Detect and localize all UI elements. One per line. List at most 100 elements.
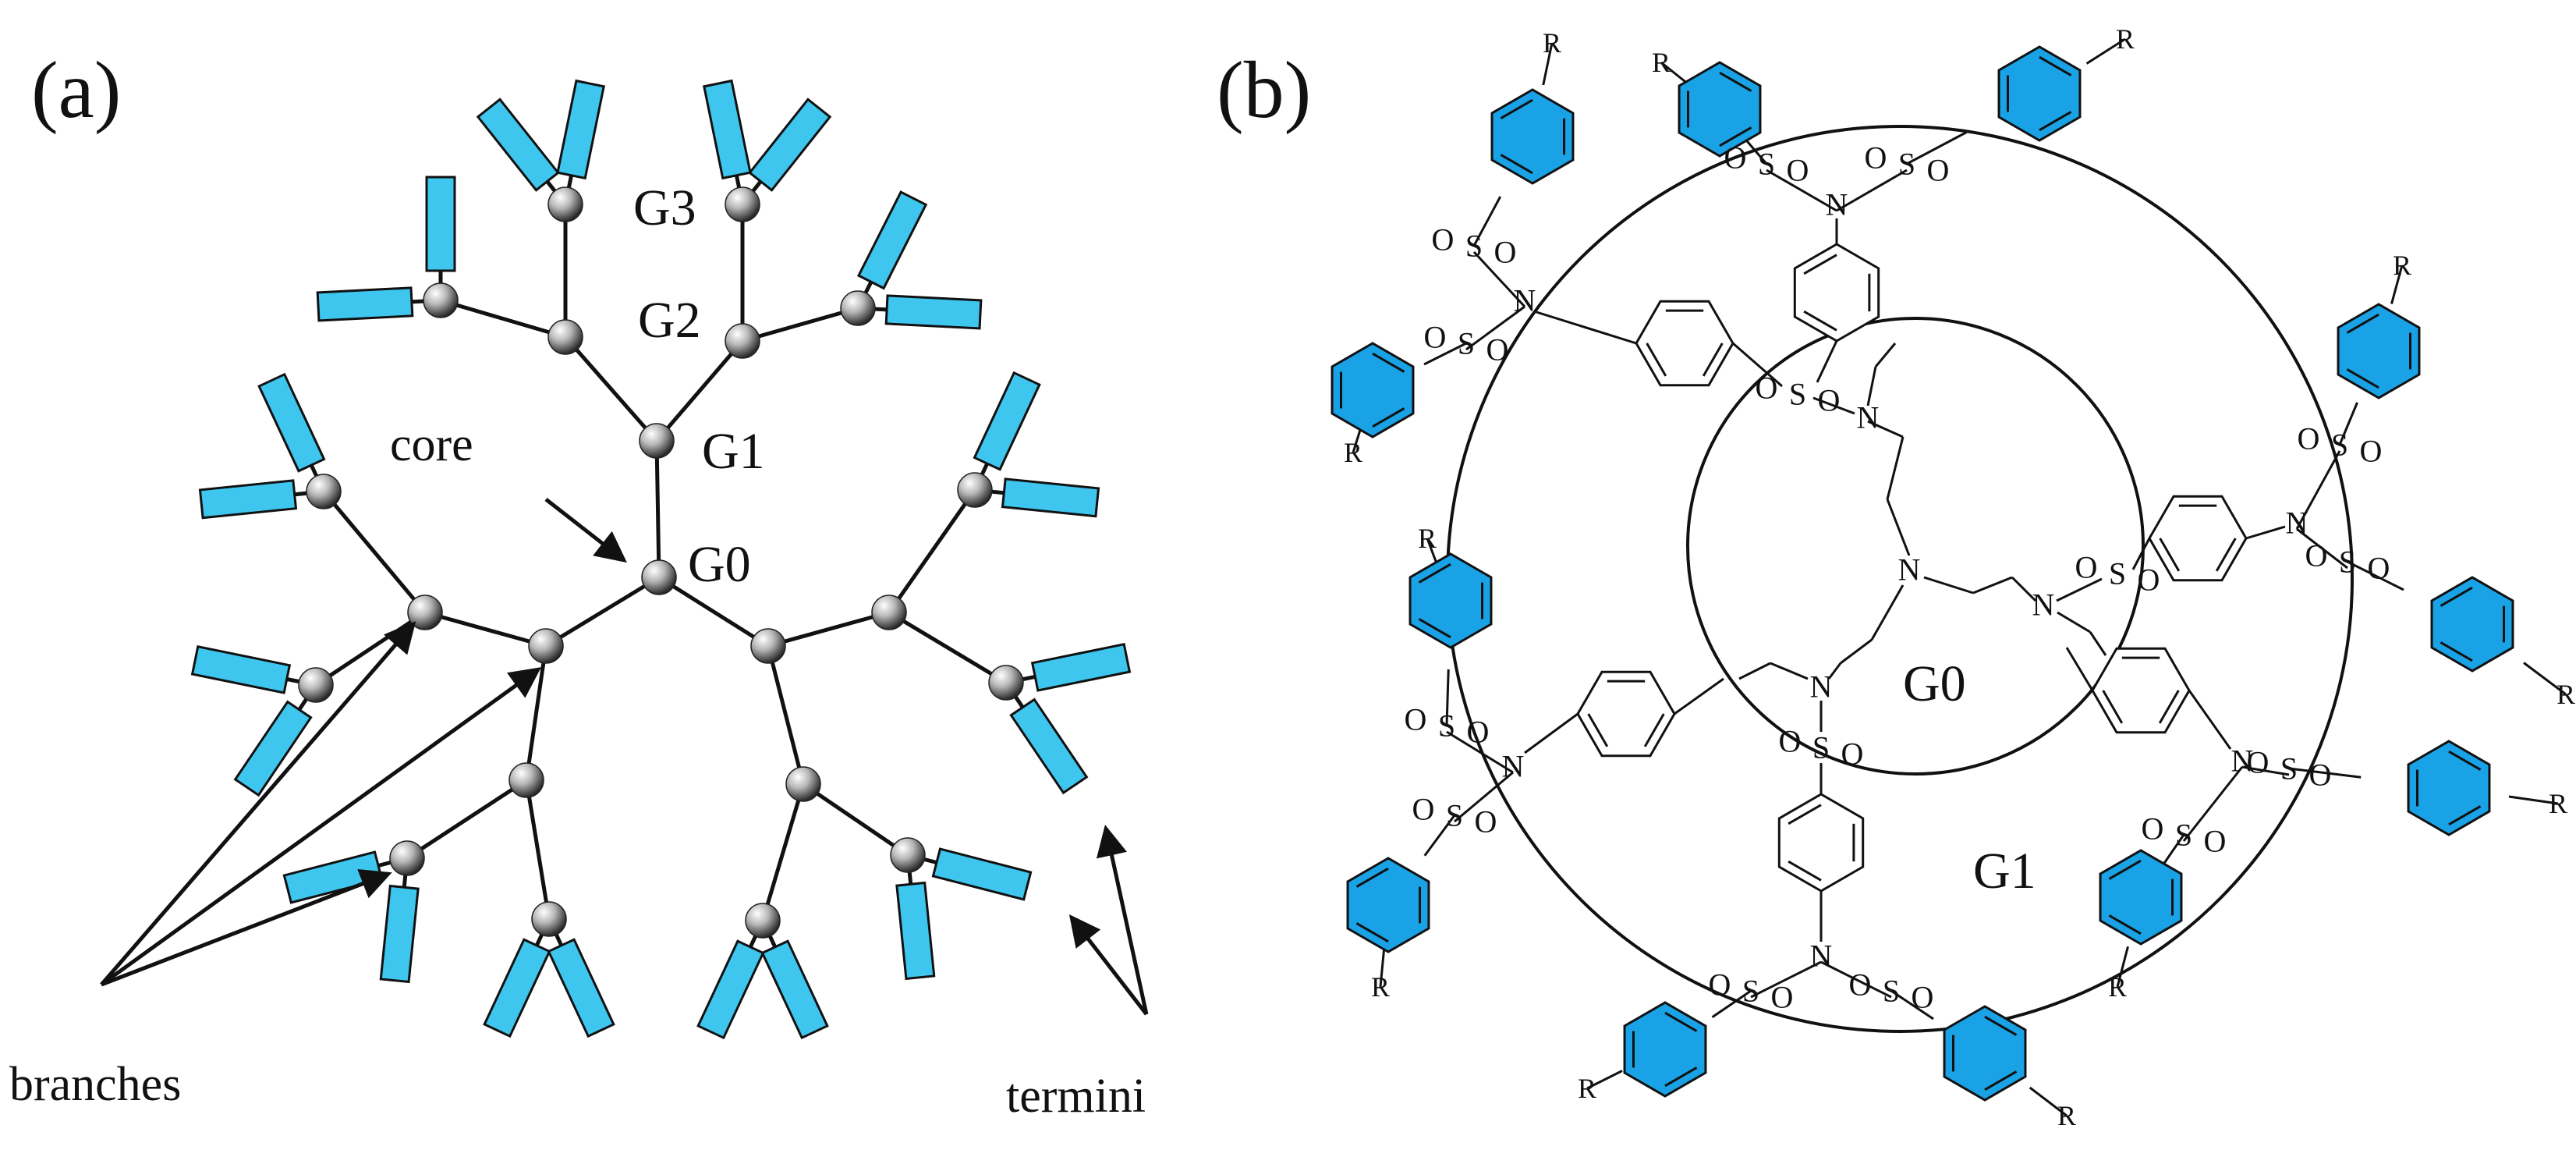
chemical-bond [2029, 1086, 2068, 1117]
chemical-bond [2116, 946, 2129, 988]
phenylene-ring [2148, 495, 2248, 582]
chemical-bond [2288, 767, 2362, 779]
terminus-block [425, 176, 456, 272]
chemical-bond [1465, 305, 1525, 351]
branch-node [639, 423, 675, 459]
aromatic-double-bond [1803, 254, 1837, 275]
terminus-block [190, 644, 292, 694]
termini-label: termini [1006, 1070, 1146, 1123]
aromatic-double-bond [1418, 563, 1451, 584]
branch-bond [440, 298, 566, 339]
atom-label: S [1898, 147, 1915, 182]
chemical-bond [2523, 662, 2567, 696]
atom-label: O [1849, 967, 1872, 1003]
chemical-bond [1524, 712, 1579, 754]
atom-label: O [2142, 811, 2164, 847]
chemical-bond [1536, 311, 1637, 345]
terminus-block [547, 938, 615, 1038]
branch-bond [654, 440, 661, 578]
branch-node [547, 319, 583, 355]
chemical-bond [1744, 138, 1768, 165]
label-g2: G2 [638, 292, 701, 349]
aromatic-double-bond [1788, 860, 1822, 882]
aromatic-double-bond [2440, 641, 2473, 662]
chemical-bond [1867, 420, 1904, 438]
chemical-bond [1870, 584, 1905, 641]
branch-node [745, 903, 781, 939]
branch-node [988, 665, 1024, 701]
terminus-block [760, 939, 829, 1040]
panel-a-label: (a) [31, 45, 121, 135]
blue-aryl-ring [2430, 576, 2514, 673]
chemical-bond [1423, 815, 1456, 857]
chemical-bond [1816, 340, 1838, 383]
atom-label: S [2339, 545, 2356, 580]
aromatic-double-bond [1719, 71, 1752, 92]
aromatic-double-bond [1500, 98, 1533, 119]
aromatic-double-bond [2102, 690, 2124, 724]
terminus-block [696, 939, 765, 1040]
blue-aryl-ring [1346, 857, 1430, 953]
branch-bond [887, 488, 977, 614]
atom-label: O [1494, 235, 1517, 270]
atom-label: N [2286, 506, 2308, 541]
atom-label: R [2557, 679, 2575, 710]
branch-node [508, 762, 544, 798]
aromatic-double-bond [1587, 713, 1609, 747]
atom-label: O [1412, 792, 1435, 827]
phenylene-ring [1793, 243, 1880, 343]
core-label: core [390, 418, 473, 471]
chemical-bond [2182, 766, 2244, 842]
branch-node [547, 186, 583, 222]
blue-aryl-ring [1408, 552, 1493, 649]
aromatic-double-bond [1664, 1067, 1698, 1088]
termini-arrow-2 [1068, 914, 1148, 1016]
branch-node [725, 186, 760, 222]
branch-node [531, 901, 567, 937]
chemical-bond [1750, 960, 1822, 999]
atom-label: O [2298, 421, 2320, 456]
chemical-bond [2057, 611, 2091, 634]
chemical-bond [2163, 834, 2185, 864]
chemical-bond [1827, 662, 1842, 680]
chemical-bond [1840, 638, 1873, 665]
molecule-bonds [1352, 37, 2567, 1117]
branch-node [890, 837, 926, 873]
aromatic-double-bond [1355, 867, 1389, 888]
atom-label: R [2393, 250, 2411, 281]
atom-label: N [1810, 939, 1833, 974]
core-node [641, 559, 677, 595]
atom-label: O [1709, 967, 1731, 1003]
atom-label: O [2368, 551, 2390, 586]
phenylene-ring [1635, 300, 1734, 387]
branch-bond [760, 783, 806, 921]
aromatic-double-bond [1719, 126, 1752, 147]
atom-label: O [2204, 824, 2227, 859]
phenylene-ring [2091, 647, 2191, 734]
chemical-bond [2085, 37, 2126, 65]
branch-node [871, 595, 907, 630]
chemical-bond [1836, 169, 1908, 212]
atom-label: O [2075, 550, 2098, 585]
aromatic-double-bond [1355, 922, 1389, 943]
atom-label: S [2331, 428, 2348, 463]
aromatic-double-bond [2440, 586, 2473, 607]
terminus-block [1009, 697, 1089, 795]
branch-arrow-3 [101, 868, 392, 987]
blue-aryl-ring [1331, 342, 1415, 438]
chemical-bond [2056, 577, 2103, 602]
atom-label: S [1742, 974, 1759, 1009]
atom-label: N [1514, 283, 1536, 318]
branch-node [725, 323, 760, 359]
branch-bond [766, 645, 806, 785]
shell-label-g0: G0 [1903, 655, 1966, 712]
aromatic-double-bond [2346, 368, 2379, 389]
terminus-block [233, 700, 313, 797]
branch-node [306, 474, 342, 509]
branch-bond [424, 610, 547, 648]
branch-bond [802, 782, 909, 857]
dendrimer-termini [190, 79, 1132, 1040]
atom-label: R [2116, 23, 2135, 55]
aromatic-double-bond [1643, 713, 1665, 747]
chemical-bond [1923, 576, 1974, 595]
